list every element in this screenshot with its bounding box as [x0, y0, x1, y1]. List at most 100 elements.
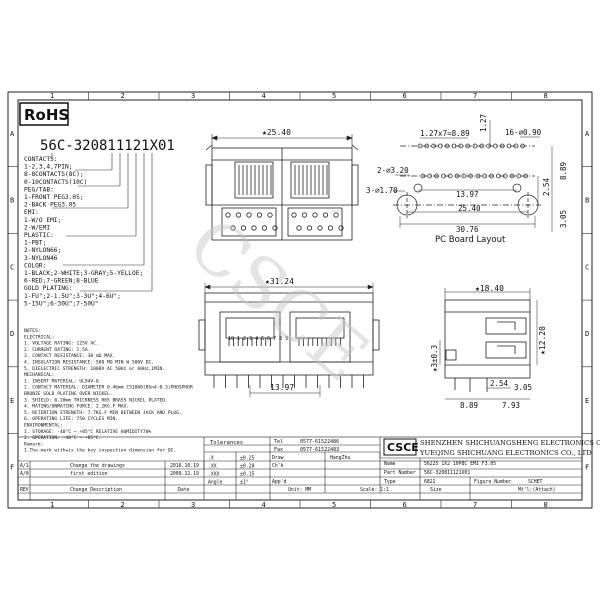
pcb-dim-305: 3.05 [559, 210, 568, 228]
note-line: 2. OPERATION: -40°C ~ +85°C. [24, 435, 101, 441]
top-view [205, 144, 359, 241]
tolerance-value: ±1° [240, 480, 249, 486]
rev-header-date: Date [178, 487, 190, 493]
column-label: 7 [473, 501, 477, 509]
spec-line: 2-BACK PEG3.05 [24, 202, 76, 209]
note-line: ENVIRONMENTAL: [24, 423, 63, 429]
revision-code: A/0 [20, 471, 29, 477]
revision-code: A/1 [20, 463, 29, 469]
chk-label: Ch'k [272, 463, 284, 469]
spec-line: 1-FU";2-1.5U";3-3U";4-6U"; [24, 293, 121, 300]
column-label: 2 [121, 501, 125, 509]
rohs-logo: RoHS [24, 106, 69, 124]
note-line: 1. INSERT MATERIAL: UL94V-0. [24, 378, 101, 384]
part-code: 56C-320811121X01 [40, 138, 175, 154]
note-line: 2. CONTACT MATERIAL: DIAMETER 0.46mm C51… [24, 385, 193, 391]
revision-description: Change the drawings [70, 463, 125, 469]
column-label: 1 [50, 92, 54, 100]
tolerance-value: ±0.20 [240, 464, 255, 470]
pcb-layout [393, 143, 541, 218]
pcb-dim-254: 2.54 [542, 177, 551, 196]
revision-date: 2009.12.19 [170, 471, 199, 477]
fax-value: 0577-61522483 [300, 447, 339, 453]
note-line: ELECTRICAL: [24, 334, 54, 340]
note-line: 3. CONTACT RESISTANCE: 30 mΩ MAX. [24, 353, 115, 359]
note-line: 4. INSULATION RESISTANCE: 500 MΩ MIN W 5… [24, 360, 154, 366]
spec-line: GOLD PLATING: [24, 285, 72, 292]
column-label: 4 [262, 501, 266, 509]
row-label: D [585, 330, 589, 338]
draw-label: Draw [272, 455, 284, 461]
pcb-dim-2540: 25.40 [458, 204, 481, 213]
front-bottom-label: 13.97 [270, 383, 294, 392]
note-line: 6. OPERATING LIFE: 750 CYCLES MIN. [24, 416, 118, 422]
tolerance-value: ±0.25 [240, 456, 255, 462]
row-label: B [10, 197, 14, 205]
note-line: 5. RETENTION STRENGTH: 7.7KG.F MIN BETWE… [24, 410, 182, 416]
row-label: E [10, 397, 14, 405]
type-label: Type [384, 479, 396, 485]
front-dims [204, 283, 374, 397]
side-dim-height: ★12.20 [538, 326, 547, 355]
title-block [17, 436, 583, 501]
side-dim-305: 3.05 [514, 383, 532, 392]
part-code-leaders [51, 153, 153, 292]
size-label: Size [430, 487, 442, 493]
note-line: 4. MATING/UNMATING FORCE: 2.2KG.F MAX. [24, 404, 129, 410]
csce-logo-box [383, 438, 417, 456]
row-label: E [585, 397, 589, 405]
pcb-dim-locate: 3-⌀1.70 [366, 186, 398, 195]
spec-line: 1-PBT; [24, 240, 46, 247]
part-number-value: 56C-320811121X01 [424, 470, 470, 476]
column-label: 8 [544, 92, 548, 100]
pcb-caption: PC Board Layout [435, 235, 506, 245]
pcb-dims [393, 120, 553, 232]
tolerance-format: .XX [208, 464, 217, 470]
column-label: 3 [191, 501, 195, 509]
spec-line: 8-8CONTACTS(8C); [24, 171, 84, 178]
spec-line: EMI: [24, 209, 39, 216]
spec-line: 1-2,3,4,7PIN; [24, 164, 72, 171]
row-label: C [585, 263, 589, 271]
fax-label: Fax [274, 447, 283, 453]
name-label: Name [384, 461, 396, 467]
appd-label: App'd [272, 479, 287, 485]
tolerance-format: .XXX [208, 472, 220, 478]
csce-logo: CSCE [387, 441, 419, 454]
tel-label: Tel [274, 439, 283, 445]
pcb-dim-holes: 16-⌀0.90 [505, 128, 542, 137]
note-line: 3. SHIELD: 0.20mm THICKNESS H65 BRASS NI… [24, 397, 168, 403]
spec-line: CONTACTS: [24, 156, 58, 163]
draw-value: HangZhu [330, 455, 350, 461]
name-value: 56225 1X2 10P8C EMI F3.05 [424, 461, 496, 467]
figure-number-label: Figure Number [474, 479, 512, 485]
tolerance-value: ±0.15 [240, 472, 255, 478]
spec-line: 6-RED;7-GREEN;8-BLUE [24, 278, 99, 285]
front-pin-labels: 10 1 2 3 4 5 6 7 8 9 [228, 336, 288, 342]
side-dim-width: ★18.40 [475, 284, 504, 293]
row-label: C [10, 263, 14, 271]
column-label: 5 [332, 92, 336, 100]
company-name-2: YUEQING SHICHUANG ELECTRONICS CO., LTD [419, 449, 592, 457]
note-line: NOTES: [24, 328, 41, 334]
revision-description: first edition [70, 471, 108, 477]
row-label: A [585, 130, 590, 138]
front-view [198, 292, 380, 388]
pcb-dim-889: 8.89 [559, 162, 568, 180]
spec-line: PEG/TAB: [24, 186, 54, 193]
spec-line: 1-FRONT PEG3.05; [24, 194, 84, 201]
note-line: 1.The mark with★is the key inspection di… [24, 448, 176, 454]
type-value: 6822 [424, 479, 436, 485]
pcb-dim-3076: 30.76 [456, 225, 479, 234]
row-label: B [585, 197, 589, 205]
spec-line: 0-10CONTACTS(10C) [24, 179, 87, 186]
tolerances-label: Tolerances [210, 440, 243, 446]
tolerance-format: Angle [208, 480, 223, 486]
rohs-logo-box [19, 102, 69, 126]
spec-line: 5-15U";6-30U";7-50U" [24, 300, 99, 307]
column-label: 7 [473, 92, 477, 100]
row-label: F [10, 464, 14, 472]
